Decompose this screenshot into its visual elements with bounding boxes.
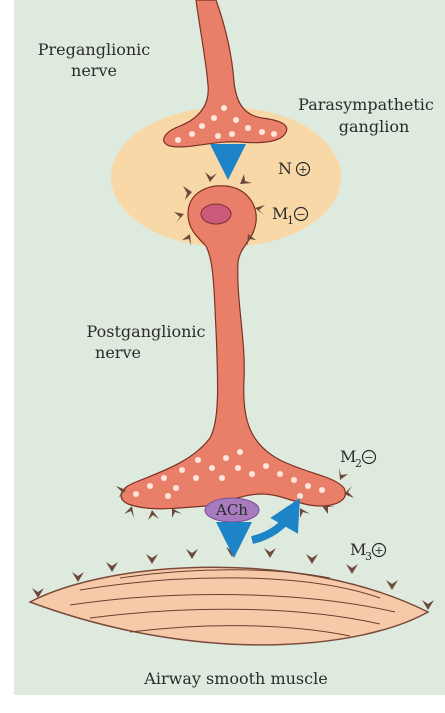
preganglionic-label-line2: nerve — [71, 61, 117, 80]
m1-receptor-subscript: 1 — [287, 214, 294, 227]
n-receptor-sign: + — [298, 163, 307, 176]
ach-molecule: ACh — [205, 498, 259, 522]
parasympathetic-label-line2: ganglion — [339, 117, 410, 136]
parasympathetic-label-line1: Parasympathetic — [298, 95, 434, 114]
m1-receptor-letter: M — [272, 204, 288, 223]
postganglionic-label-line1: Postganglionic — [87, 322, 206, 341]
m3-receptor-sign: + — [374, 544, 383, 557]
m1-receptor-sign: − — [296, 208, 305, 221]
ach-label: ACh — [215, 501, 248, 519]
m2-receptor-subscript: 2 — [355, 457, 362, 470]
ganglion-cell-nucleus — [201, 204, 231, 224]
preganglionic-label-line1: Preganglionic — [38, 40, 151, 59]
n-receptor-letter: N — [278, 159, 292, 178]
m2-receptor-letter: M — [340, 447, 356, 466]
m2-receptor-sign: − — [364, 451, 373, 464]
postganglionic-label-line2: nerve — [95, 343, 141, 362]
m3-receptor-letter: M — [350, 540, 366, 559]
m3-receptor-subscript: 3 — [365, 550, 372, 563]
airway-muscle-label: Airway smooth muscle — [143, 669, 327, 688]
